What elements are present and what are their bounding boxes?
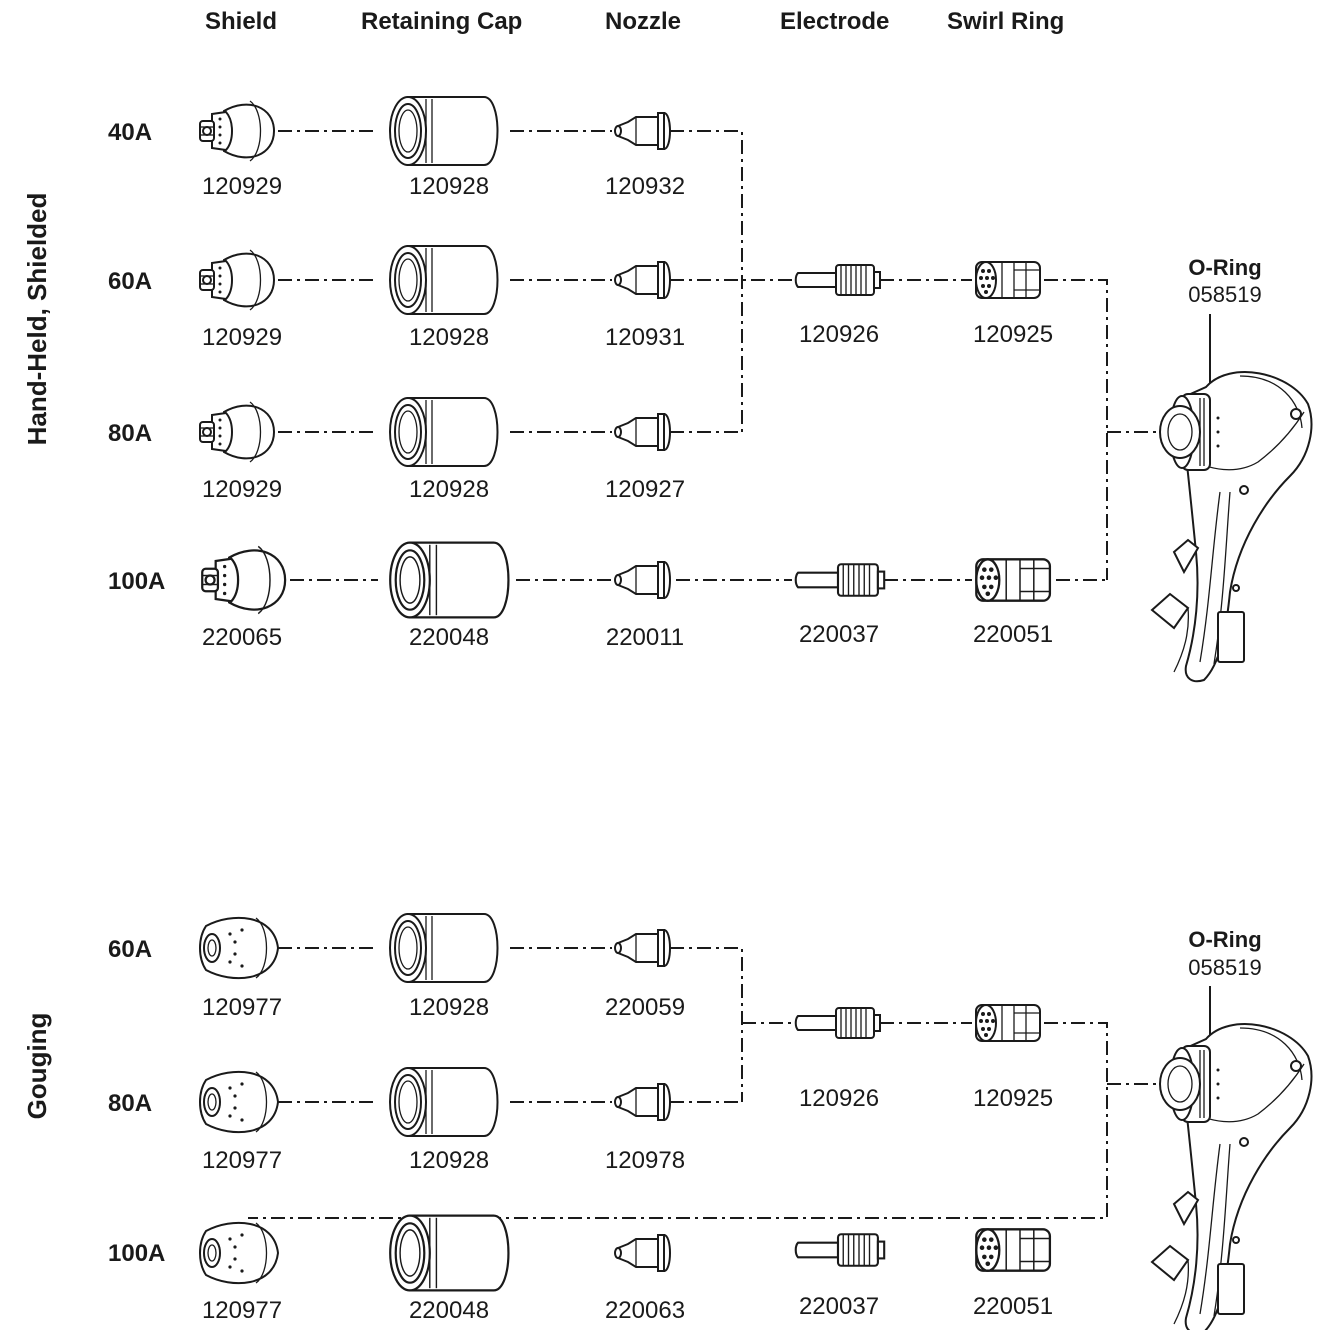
shield-icon [200,101,274,161]
electrode-icon [796,265,880,295]
part-number-swirl-ring: 220051 [973,621,1053,648]
part-number-nozzle: 220059 [605,994,685,1021]
part-number-nozzle: 120931 [605,324,685,351]
part-number-nozzle: 120978 [605,1147,685,1174]
shield-icon [200,918,278,978]
part-number-cap: 120928 [409,1147,489,1174]
part-number-swirl-ring: 120925 [973,1085,1053,1112]
nozzle-icon [615,414,670,450]
retaining-cap-icon [390,914,498,982]
torch-icon [1152,372,1311,681]
amp-label: 40A [108,119,152,146]
header-electrode: Electrode [780,8,889,35]
part-number-shield: 220065 [202,624,282,651]
gouging-connectors [248,948,1172,1218]
section-label-gouging: Gouging [22,1013,52,1120]
electrode-icon [796,564,884,596]
oring-part-number: 058519 [1188,955,1261,980]
part-number-nozzle: 120927 [605,476,685,503]
part-number-cap: 220048 [409,1297,489,1324]
section-label-handheld: Hand-Held, Shielded [22,193,52,446]
nozzle-icon [615,1235,670,1271]
retaining-cap-icon [390,246,498,314]
part-number-nozzle: 220011 [606,624,684,651]
nozzle-icon [615,113,670,149]
retaining-cap-icon [390,398,498,466]
part-number-shield: 120929 [202,476,282,503]
header-shield: Shield [205,8,277,35]
amp-label: 100A [108,568,165,595]
amp-label: 60A [108,268,152,295]
nozzle-icon [615,930,670,966]
part-number-shield: 120929 [202,173,282,200]
part-number-cap: 220048 [409,624,489,651]
oring-title: O-Ring [1188,255,1261,280]
part-number-shield: 120977 [202,1297,282,1324]
part-number-cap: 120928 [409,324,489,351]
shield-icon [200,250,274,310]
part-number-shield: 120977 [202,1147,282,1174]
shield-icon [202,546,285,613]
nozzle-icon [615,562,670,598]
part-number-swirl-ring: 220051 [973,1293,1053,1320]
header-retaining-cap: Retaining Cap [361,8,522,35]
part-number-shield: 120977 [202,994,282,1021]
part-number-cap: 120928 [409,476,489,503]
part-number-electrode: 220037 [799,1293,879,1320]
part-number-nozzle: 220063 [605,1297,685,1324]
retaining-cap-icon [390,97,498,165]
shield-icon [200,1072,278,1132]
swirl-ring-icon [976,1229,1050,1270]
part-number-cap: 120928 [409,994,489,1021]
retaining-cap-icon [390,1216,508,1291]
swirl-ring-icon [976,559,1050,600]
shield-icon [200,402,274,462]
part-number-swirl-ring: 120925 [973,321,1053,348]
shield-icon [200,1223,278,1283]
part-number-shield: 120929 [202,324,282,351]
electrode-icon [796,1008,880,1038]
amp-label: 60A [108,936,152,963]
oring-title: O-Ring [1188,927,1261,952]
part-number-electrode: 120926 [799,321,879,348]
nozzle-icon [615,262,670,298]
nozzle-icon [615,1084,670,1120]
swirl-ring-icon [976,1005,1040,1041]
part-number-electrode: 120926 [799,1085,879,1112]
retaining-cap-icon [390,1068,498,1136]
amp-label: 80A [108,1090,152,1117]
part-number-electrode: 220037 [799,621,879,648]
electrode-icon [796,1234,884,1266]
retaining-cap-icon [390,543,508,618]
swirl-ring-icon [976,262,1040,298]
amp-label: 100A [108,1240,165,1267]
part-number-cap: 120928 [409,173,489,200]
amp-label: 80A [108,420,152,447]
torch-icon [1152,1024,1311,1330]
header-swirl-ring: Swirl Ring [947,8,1064,35]
part-number-nozzle: 120932 [605,173,685,200]
header-nozzle: Nozzle [605,8,681,35]
oring-part-number: 058519 [1188,282,1261,307]
